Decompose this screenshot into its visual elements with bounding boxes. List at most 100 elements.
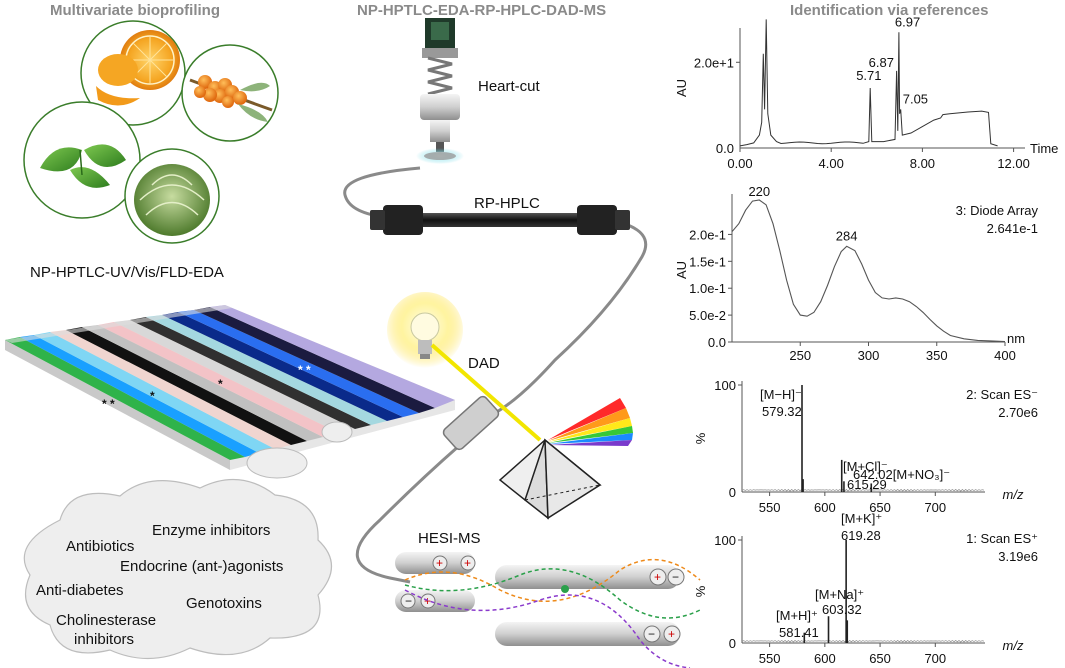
header-multivariate-bioprofiling: Multivariate bioprofiling xyxy=(50,2,221,19)
cloud-item-inhibitors: inhibitors xyxy=(74,631,135,648)
chart2-x-tick-label: 300 xyxy=(858,348,880,363)
chart2-y-tick-label: 1.0e-1 xyxy=(689,281,726,296)
plate-title: NP-HPTLC-UV/Vis/FLD-EDA xyxy=(30,264,224,281)
svg-text:* *: * * xyxy=(102,397,115,411)
chart4-x-tick-label: 600 xyxy=(814,651,836,666)
chart1-x-tick-label: 4.00 xyxy=(819,156,844,171)
chart3-peak-label: 615.29 xyxy=(847,477,887,492)
chart3-x-tick-label: 550 xyxy=(759,500,781,515)
chart1-peak-label: 6.97 xyxy=(895,14,920,29)
chart4-x-label: m/z xyxy=(1003,638,1024,653)
svg-text:*: * xyxy=(218,377,223,391)
chart3-title: 2: Scan ES⁻ xyxy=(966,387,1038,402)
chart3-max-label: 2.70e6 xyxy=(998,405,1038,420)
capillary-tubing xyxy=(343,166,648,584)
hesi-ms-label: HESI-MS xyxy=(418,530,481,547)
header-identification: Identification via references xyxy=(790,2,989,19)
chart3-baseline xyxy=(741,489,984,492)
chart2-x-tick-label: 400 xyxy=(994,348,1016,363)
chart2-x-tick-label: 250 xyxy=(789,348,811,363)
chart4-y-tick-label: 100 xyxy=(714,533,736,548)
chart2-max-label: 2.641e-1 xyxy=(987,221,1038,236)
svg-text:+: + xyxy=(464,556,471,570)
chart2-y-tick-label: 0.0 xyxy=(708,335,726,350)
cloud-item-endocrine: Endocrine (ant-)agonists xyxy=(120,558,284,575)
chart2-y-tick-label: 2.0e-1 xyxy=(689,227,726,242)
chart4-x-tick-label: 700 xyxy=(924,651,946,666)
chart4-max-label: 3.19e6 xyxy=(998,549,1038,564)
svg-text:−: − xyxy=(405,594,412,608)
chart2-y-tick-label: 1.5e-1 xyxy=(689,254,726,269)
chart4-peak-label: [M+Na]⁺ xyxy=(815,587,864,602)
svg-text:*: * xyxy=(150,389,155,403)
svg-text:−: − xyxy=(648,627,655,641)
chart2-x-label: nm xyxy=(1007,331,1025,346)
chart2-title: 3: Diode Array xyxy=(956,203,1039,218)
chart3-peak-label: [M−H]⁻ xyxy=(760,387,802,402)
svg-text:+: + xyxy=(668,627,675,641)
chart4-peak-label: 619.28 xyxy=(841,528,881,543)
chart3-peak-label: 642.02[M+NO₃]⁻ xyxy=(853,467,950,482)
chart3-peak-label: 579.32 xyxy=(762,404,802,419)
bioactivity-cloud xyxy=(23,478,332,660)
chart4-baseline xyxy=(741,640,984,643)
chart1-y-label: AU xyxy=(674,79,689,97)
chart4-title: 1: Scan ES⁺ xyxy=(966,531,1038,546)
chart3-x-tick-label: 650 xyxy=(869,500,891,515)
prism-icon xyxy=(498,438,602,520)
chart3-y-tick-label: 100 xyxy=(714,378,736,393)
chart3-y-tick-label: 0 xyxy=(729,485,736,500)
chart2-peak-label: 284 xyxy=(836,228,858,243)
chart2-y-label: AU xyxy=(674,261,689,279)
dad-label: DAD xyxy=(468,355,500,372)
thought-bubbles xyxy=(246,421,353,479)
chart1-peak-label: 5.71 xyxy=(856,68,881,83)
chart4-peak-label: [M+H]⁺ xyxy=(776,608,818,623)
chart1-y-tick-label: 0.0 xyxy=(716,141,734,156)
chart3-x-tick-label: 600 xyxy=(814,500,836,515)
cloud-item-enzyme-inhibitors: Enzyme inhibitors xyxy=(152,522,271,539)
cloud-item-cholinesterase: Cholinesterase xyxy=(56,612,157,629)
chart1-peak-label: 6.87 xyxy=(869,55,894,70)
chart4-x-tick-label: 650 xyxy=(869,651,891,666)
chart2-peak-label: 220 xyxy=(748,184,770,199)
sea-buckthorn-image xyxy=(181,44,279,142)
svg-text:−: − xyxy=(672,570,679,584)
chart1-peak-label: 7.05 xyxy=(903,91,928,106)
lamp-icon xyxy=(387,292,463,368)
cloud-item-genotoxins: Genotoxins xyxy=(186,595,262,612)
chart1-y-tick-label: 2.0e+1 xyxy=(694,55,734,70)
spectrum-rays xyxy=(548,398,633,446)
chart2-x-tick-label: 350 xyxy=(926,348,948,363)
orange-image xyxy=(80,20,186,126)
svg-text:+: + xyxy=(654,570,661,584)
header-workflow: NP-HPTLC-EDA-RP-HPLC-DAD-MS xyxy=(357,2,607,19)
chart3-x-tick-label: 700 xyxy=(924,500,946,515)
rp-hplc-label: RP-HPLC xyxy=(474,195,540,212)
chart3-x-label: m/z xyxy=(1003,487,1024,502)
chart1-x-tick-label: 0.00 xyxy=(727,156,752,171)
chart3-peak-label: [M+Cl]⁻ xyxy=(843,459,888,474)
chart4-y-tick-label: 0 xyxy=(729,636,736,651)
chart2-y-tick-label: 5.0e-2 xyxy=(689,308,726,323)
heart-cut-device xyxy=(416,18,464,164)
chart4-y-label: % xyxy=(693,585,708,597)
basil-image xyxy=(23,101,141,219)
hptlc-plate: * * * * * * xyxy=(5,305,455,470)
svg-text:+: + xyxy=(436,556,443,570)
chart3-y-label: % xyxy=(693,432,708,444)
chart1-trace xyxy=(739,19,998,147)
chart4-peak-label: [M+K]⁺ xyxy=(841,511,882,526)
chart4-peak-label: 581.41 xyxy=(779,625,819,640)
hesi-ms-quadrupoles: + + − + + − − + xyxy=(395,552,685,646)
artichoke-image xyxy=(124,148,220,244)
dad-flow-cell xyxy=(442,395,500,451)
ion-trajectories xyxy=(404,558,701,668)
chart4-x-tick-label: 550 xyxy=(759,651,781,666)
heart-cut-label: Heart-cut xyxy=(478,78,540,95)
chart1-x-label: Time xyxy=(1030,141,1058,156)
chart1-x-tick-label: 8.00 xyxy=(910,156,935,171)
chart4-peak-label: 603.32 xyxy=(822,602,862,617)
